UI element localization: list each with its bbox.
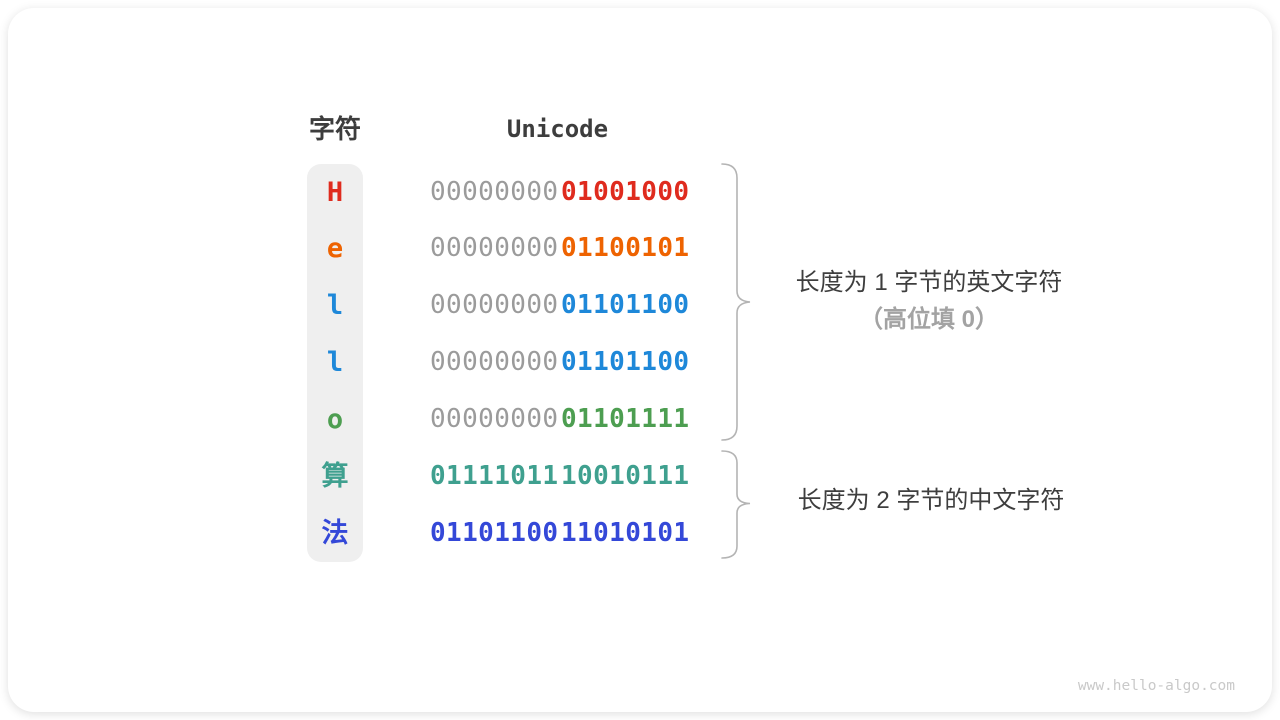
table-row: e 00000000 01100101	[0, 220, 760, 277]
high-byte-cell: 01101100	[430, 517, 559, 548]
character-column-background	[307, 164, 363, 562]
character-cell: H	[326, 176, 344, 208]
table-row: l 00000000 01101100	[0, 277, 760, 334]
annotation-english-group: 长度为 1 字节的英文字符 （高位填 0）	[768, 266, 1090, 337]
table-row: l 00000000 01101100	[0, 334, 760, 391]
low-byte-cell: 01101111	[561, 404, 690, 435]
low-byte-cell: 01100101	[561, 233, 690, 264]
table-row: 算 01111011 10010111	[0, 448, 760, 505]
low-byte-cell: 01101100	[561, 290, 690, 321]
annotation-chinese-group: 长度为 2 字节的中文字符	[765, 486, 1097, 516]
watermark: www.hello-algo.com	[1077, 678, 1235, 694]
high-byte-cell: 00000000	[430, 233, 559, 264]
low-byte-cell: 11010101	[561, 517, 690, 548]
column-header-character: 字符	[308, 114, 361, 144]
low-byte-cell: 01101100	[561, 347, 690, 378]
annotation-english-line1: 长度为 1 字节的英文字符	[795, 269, 1063, 296]
high-byte-cell: 00000000	[430, 404, 559, 435]
annotation-chinese-line1: 长度为 2 字节的中文字符	[797, 487, 1065, 514]
high-byte-cell: 00000000	[430, 176, 559, 207]
character-cell: 算	[321, 461, 349, 492]
low-byte-cell: 10010111	[561, 461, 690, 491]
table-row: H 00000000 01001000	[0, 164, 760, 221]
character-cell: l	[326, 290, 344, 322]
character-cell: o	[326, 404, 344, 436]
high-byte-cell: 00000000	[430, 290, 559, 321]
column-header-unicode: Unicode	[506, 115, 609, 143]
diagram-card	[8, 8, 1272, 712]
character-cell: 法	[321, 517, 349, 549]
table-row: o 00000000 01101111	[0, 391, 760, 448]
high-byte-cell: 00000000	[430, 347, 559, 378]
character-cell: l	[326, 347, 344, 379]
table-row: 法 01101100 11010101	[0, 505, 760, 562]
character-cell: e	[326, 233, 344, 265]
low-byte-cell: 01001000	[561, 176, 690, 207]
high-byte-cell: 01111011	[430, 461, 559, 491]
annotation-english-line2: （高位填 0）	[858, 306, 999, 333]
